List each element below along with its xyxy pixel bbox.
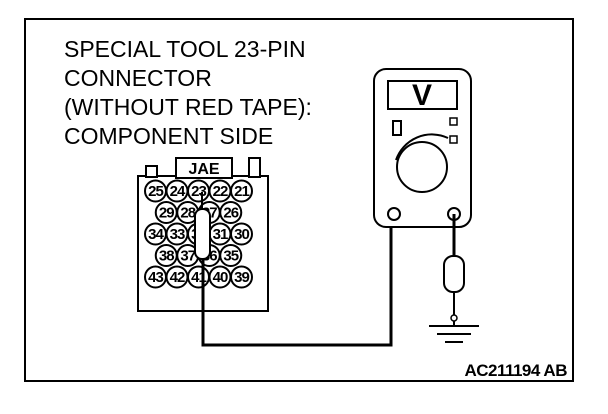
meter-display bbox=[387, 80, 458, 110]
probe bbox=[194, 208, 211, 260]
multimeter: V bbox=[373, 68, 472, 228]
meter-indicator bbox=[449, 135, 458, 144]
pin-label: 21 bbox=[234, 183, 249, 200]
meter-dial-arc bbox=[395, 133, 449, 161]
pin-label: 26 bbox=[223, 205, 238, 222]
pin-label: 42 bbox=[170, 269, 185, 286]
pin-label: 23 bbox=[191, 183, 206, 200]
ground-symbol bbox=[429, 325, 479, 343]
pin-circle bbox=[230, 265, 253, 289]
meter-display-symbol: V bbox=[412, 79, 432, 112]
pin-label: 43 bbox=[148, 269, 163, 286]
meter-dial bbox=[396, 141, 448, 193]
label-line: CONNECTOR bbox=[64, 65, 212, 91]
pin-label: 29 bbox=[159, 205, 174, 222]
label-line: COMPONENT SIDE bbox=[64, 123, 273, 149]
pin-circle bbox=[219, 244, 243, 267]
ground-probe-tip bbox=[450, 314, 458, 322]
pin-label: 39 bbox=[234, 269, 249, 286]
pin-label: 28 bbox=[180, 205, 195, 222]
pin-label: 34 bbox=[148, 226, 164, 243]
pin-label: 31 bbox=[213, 226, 228, 243]
test-lead-connector bbox=[194, 192, 393, 347]
pin-label: 24 bbox=[170, 183, 186, 200]
ground-probe bbox=[443, 255, 465, 293]
pin-circle bbox=[230, 179, 253, 203]
label-line: SPECIAL TOOL 23-PIN bbox=[64, 36, 306, 62]
brand-box bbox=[175, 157, 233, 179]
pin-label: 33 bbox=[170, 226, 185, 243]
pin-label: 25 bbox=[148, 183, 163, 200]
pin-label: 38 bbox=[159, 248, 174, 265]
connector-label: SPECIAL TOOL 23-PIN CONNECTOR (WITHOUT R… bbox=[64, 36, 312, 149]
pin-label: 40 bbox=[213, 269, 228, 286]
connector-tab-right bbox=[248, 157, 261, 178]
test-lead-ground bbox=[443, 214, 465, 326]
pin-label: 35 bbox=[223, 248, 238, 265]
pin-label: 22 bbox=[213, 183, 228, 200]
pin-circle bbox=[219, 201, 243, 224]
pin-circle bbox=[230, 222, 253, 246]
brand-label: JAE bbox=[188, 161, 219, 178]
connector-tab-left bbox=[145, 165, 158, 178]
meter-button bbox=[392, 120, 402, 136]
pin-label: 30 bbox=[234, 226, 249, 243]
meter-jack-com bbox=[387, 207, 401, 221]
reference-code: AC211194 AB bbox=[464, 361, 567, 380]
pin-label: 37 bbox=[180, 248, 195, 265]
meter-indicator bbox=[449, 117, 458, 126]
frame bbox=[24, 18, 574, 382]
label-line: (WITHOUT RED TAPE): bbox=[64, 94, 312, 120]
